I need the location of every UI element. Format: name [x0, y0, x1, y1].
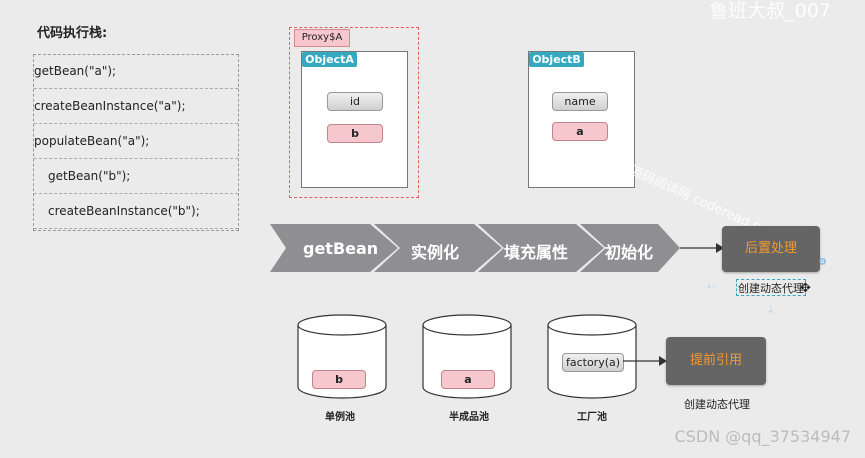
singleton-pool-label: 单例池 — [325, 412, 355, 423]
csdn-watermark: CSDN @qq_37534947 — [674, 427, 851, 446]
step-getbean: getBean — [303, 239, 379, 258]
factory-arrow — [623, 356, 667, 366]
proxy-a-label: Proxy$A — [294, 29, 350, 47]
selection-frame — [736, 279, 806, 296]
early-reference-box: 提前引用 — [666, 337, 766, 385]
down-handle-icon: ⇣ — [766, 303, 776, 316]
left-handle-icon: ⇠ — [707, 280, 717, 293]
half-pool-item: a — [441, 370, 495, 389]
stack-item: createBeanInstance("a"); — [34, 90, 238, 124]
half-pool-label: 半成品池 — [449, 412, 489, 423]
chevron-populate — [478, 224, 604, 272]
stack-item: getBean("b"); — [34, 160, 238, 194]
gear-icon: ⚙ — [818, 257, 827, 268]
author-watermark: 鲁班大叔_007 — [709, 0, 831, 22]
stack-item: createBeanInstance("b"); — [34, 195, 238, 229]
stack-item: populateBean("a"); — [34, 125, 238, 159]
object-a-field-b: b — [327, 124, 383, 143]
factory-item: factory(a) — [562, 353, 624, 372]
stack-title: 代码执行栈: — [37, 26, 108, 41]
object-b-field-a: a — [552, 122, 608, 141]
early-reference-sub-label: 创建动态代理 — [684, 398, 750, 411]
post-process-box: 后置处理 — [722, 226, 820, 272]
object-b-field-name: name — [552, 92, 608, 111]
object-a-title: ObjectA — [302, 52, 357, 67]
object-a-field-id: id — [327, 92, 383, 111]
step-populate: 填充属性 — [504, 243, 569, 262]
create-proxy-label: 创建动态代理 — [738, 282, 804, 295]
chevron-getbean — [270, 224, 398, 272]
code-stack: getBean("a"); createBeanInstance("a"); p… — [33, 54, 239, 231]
arrow-head-icon — [659, 356, 667, 366]
step-init: 初始化 — [605, 243, 654, 262]
flow-chevrons — [270, 224, 724, 272]
object-b-box — [528, 51, 635, 188]
chevron-init — [580, 224, 680, 272]
arrow-head-icon — [716, 243, 724, 253]
step-instantiate: 实例化 — [411, 243, 460, 262]
object-a-box — [301, 51, 408, 188]
move-cursor-icon: ✥ — [800, 281, 811, 296]
chevron-instantiate — [374, 224, 502, 272]
object-b-title: ObjectB — [529, 52, 584, 67]
factory-pool-label: 工厂池 — [577, 412, 607, 423]
proxy-a-frame — [289, 27, 419, 198]
stack-item: getBean("a"); — [34, 55, 238, 89]
singleton-item: b — [312, 370, 366, 389]
